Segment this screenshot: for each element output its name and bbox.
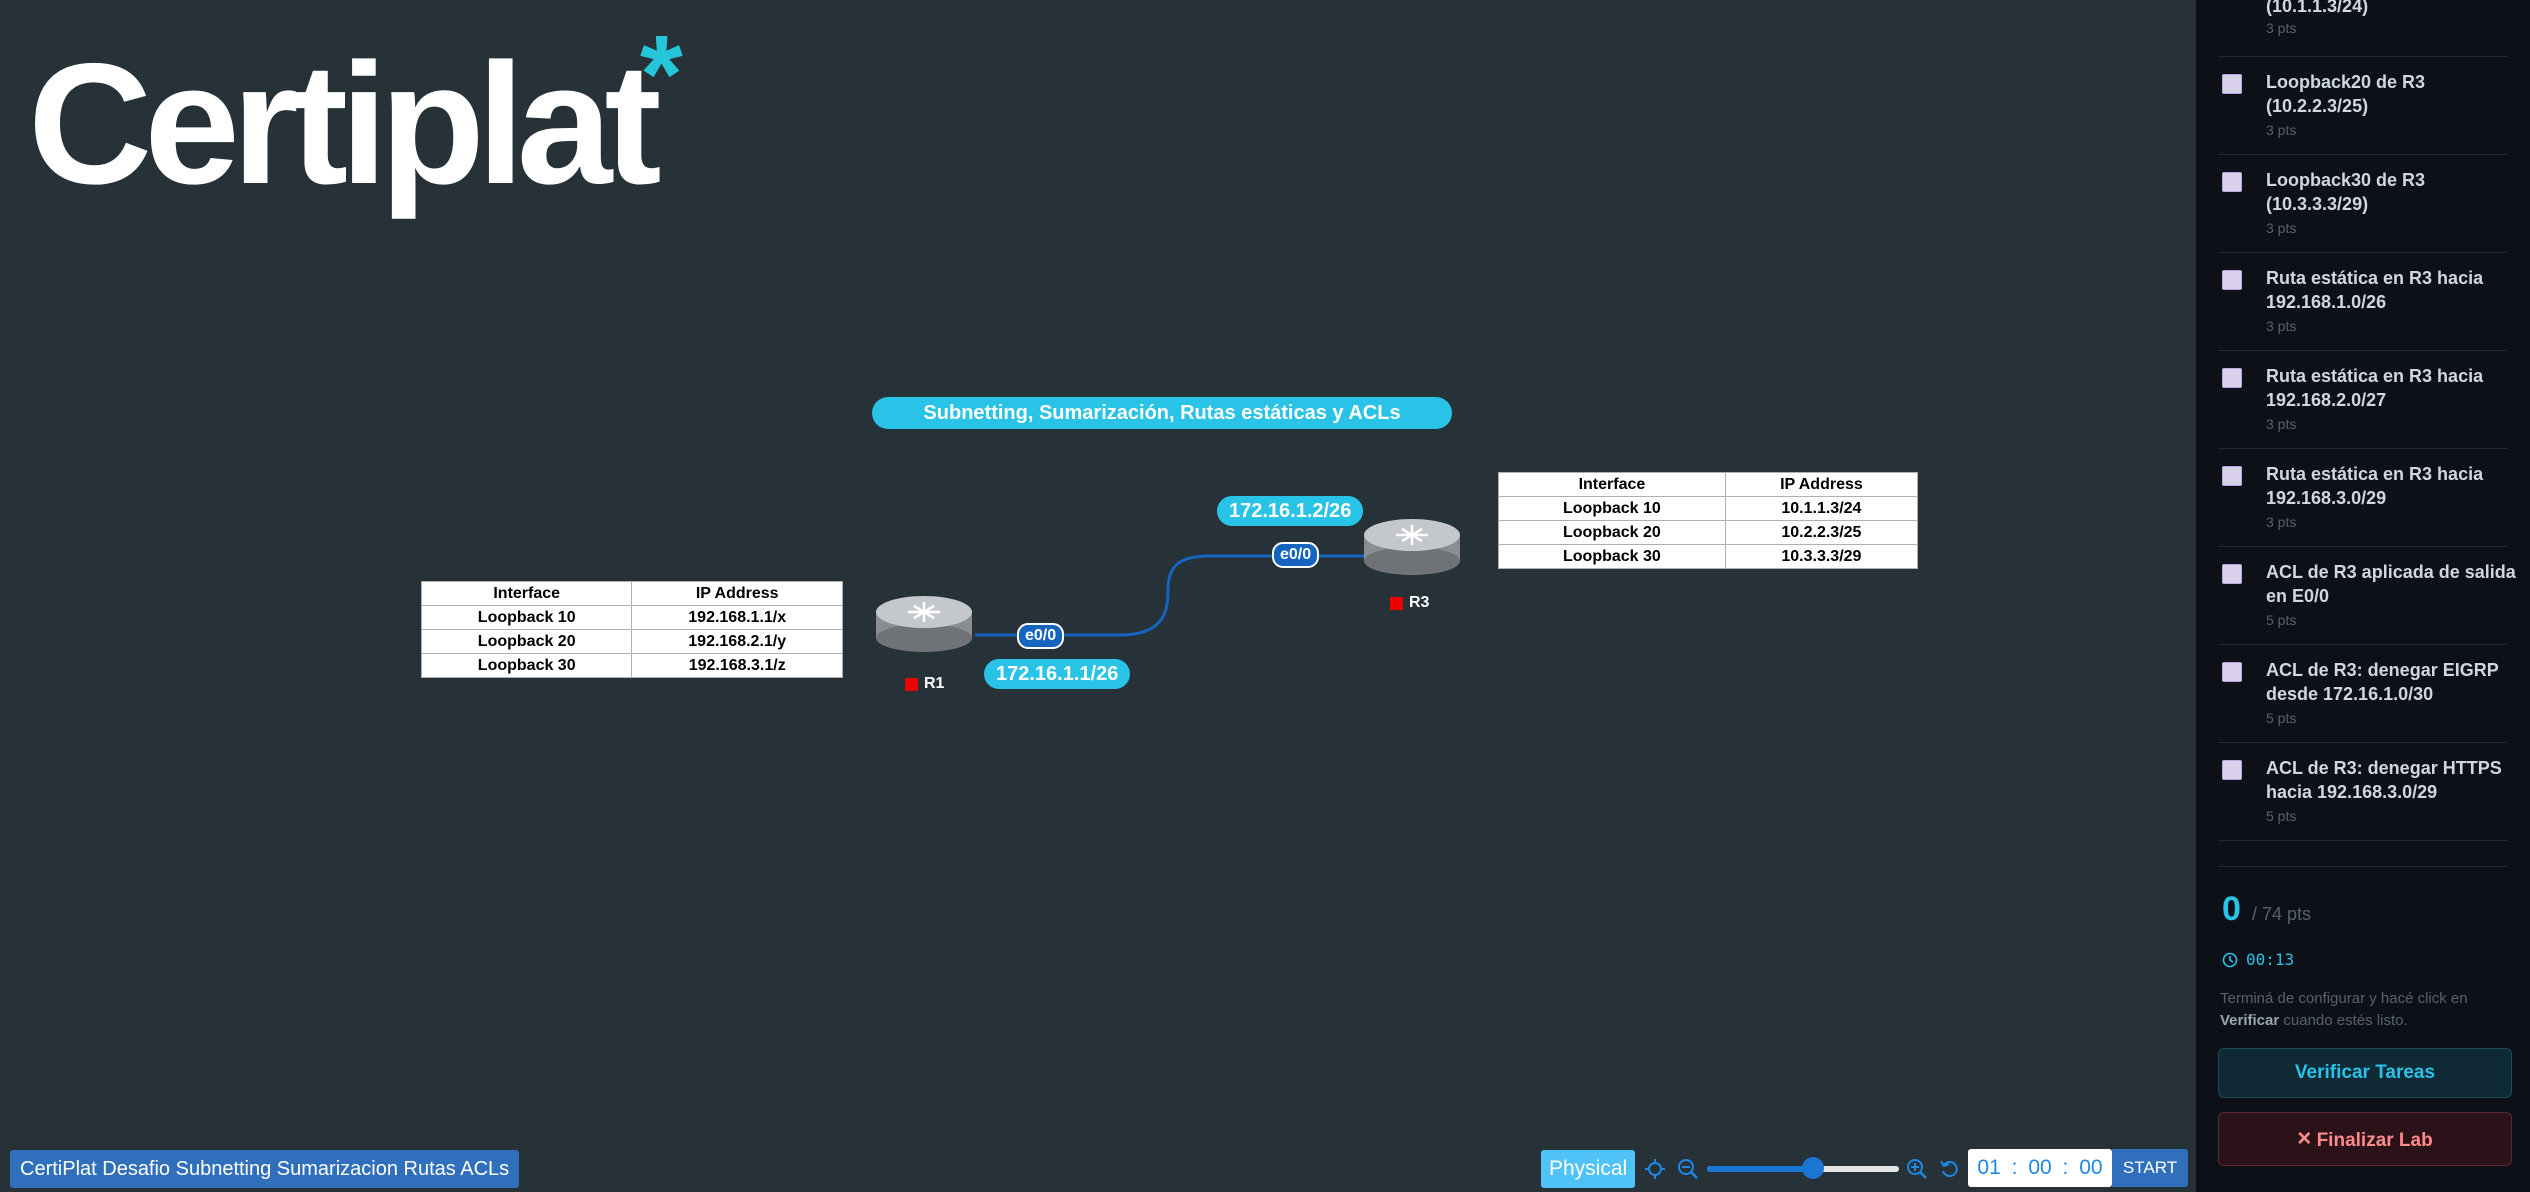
task-checkbox[interactable] [2222, 662, 2242, 682]
fit-icon[interactable] [1644, 1158, 1666, 1180]
zoom-slider-thumb[interactable] [1801, 1157, 1824, 1179]
task-title: Loopback30 de R3 (10.3.3.3/29) [2266, 170, 2426, 214]
task-points: 3 pts [2266, 220, 2297, 236]
physical-view-button[interactable]: Physical [1541, 1150, 1636, 1188]
router-r1-icon[interactable] [874, 592, 974, 654]
task-checkbox[interactable] [2222, 760, 2242, 780]
timer-input[interactable]: 01 : 00 : 00 [1968, 1149, 2112, 1187]
task-title: (10.1.1.3/24) [2266, 0, 2369, 16]
task-title: ACL de R3: denegar EIGRP desde 172.16.1.… [2266, 660, 2499, 704]
zoom-in-icon[interactable] [1906, 1158, 1928, 1180]
task-points: 5 pts [2266, 808, 2297, 824]
task-title: ACL de R3 aplicada de salida en E0/0 [2266, 562, 2516, 606]
elapsed-time-value: 00:13 [2246, 950, 2295, 969]
reset-icon[interactable] [1939, 1158, 1961, 1180]
topology-title: Subnetting, Sumarización, Rutas estática… [872, 397, 1452, 429]
timer-minutes[interactable]: 00 [2028, 1156, 2052, 1179]
status-square-icon [905, 677, 918, 691]
task-points: 5 pts [2266, 710, 2297, 726]
start-button[interactable]: START [2112, 1149, 2188, 1187]
close-icon: × [2297, 1125, 2312, 1152]
elapsed-time: 00:13 [2222, 950, 2294, 969]
router-r3-icon[interactable] [1362, 515, 1462, 577]
finish-lab-button[interactable]: × Finalizar Lab [2218, 1112, 2512, 1166]
lab-name-label: CertiPlat Desafio Subnetting Sumarizacio… [10, 1150, 520, 1188]
timer-seconds[interactable]: 00 [2079, 1156, 2103, 1179]
link-r1-r3 [975, 554, 1365, 637]
timer-hours[interactable]: 01 [1977, 1156, 2001, 1179]
task-title: Ruta estática en R3 hacia 192.168.1.0/26 [2266, 268, 2484, 312]
table-header: IP Address [1724, 472, 1919, 497]
task-points: 3 pts [2266, 318, 2297, 334]
finish-lab-label: Finalizar Lab [2316, 1130, 2433, 1151]
verify-tasks-button[interactable]: Verificar Tareas [2218, 1048, 2512, 1098]
task-title: Ruta estática en R3 hacia 192.168.3.0/29 [2266, 464, 2484, 508]
r3-port-label[interactable]: e0/0 [1272, 542, 1320, 568]
logo-star-icon: * [640, 13, 683, 136]
task-title: ACL de R3: denegar HTTPS hacia 192.168.3… [2266, 758, 2502, 802]
router-r3-label: R3 [1390, 594, 1429, 612]
router-r1-label: R1 [905, 675, 944, 693]
task-panel[interactable]: (10.1.1.3/24) 3 pts Loopback20 de R3 (10… [2196, 0, 2530, 1192]
r1-ip-label: 172.16.1.1/26 [984, 659, 1131, 689]
task-points: 3 pts [2266, 514, 2297, 530]
score-total: / 74 pts [2252, 904, 2312, 924]
clock-icon [2222, 952, 2238, 967]
table-header: Interface [1498, 472, 1726, 497]
task-points: 3 pts [2266, 122, 2297, 138]
task-points: 3 pts [2266, 20, 2297, 36]
task-checkbox[interactable] [2222, 368, 2242, 388]
timer-separator: : [2011, 1156, 2018, 1179]
task-title: Ruta estática en R3 hacia 192.168.2.0/27 [2266, 366, 2484, 410]
r1-port-label[interactable]: e0/0 [1017, 623, 1065, 649]
task-checkbox[interactable] [2222, 466, 2242, 486]
task-checkbox[interactable] [2222, 564, 2242, 584]
timer-separator: : [2062, 1156, 2069, 1179]
r3-ip-label: 172.16.1.2/26 [1217, 496, 1364, 526]
task-title: Loopback20 de R3 (10.2.2.3/25) [2266, 72, 2426, 116]
topology-canvas[interactable]: Certiplat * Subnetting, Sumarización, Ru… [0, 0, 2196, 1192]
task-checkbox[interactable] [2222, 172, 2242, 192]
zoom-out-icon[interactable] [1677, 1158, 1699, 1180]
instructions-text: Terminá de configurar y hacé click en Ve… [2220, 990, 2468, 1029]
table-header: Interface [420, 581, 633, 606]
task-checkbox[interactable] [2222, 270, 2242, 290]
score-value: 0 [2222, 890, 2241, 928]
task-checkbox[interactable] [2222, 74, 2242, 94]
table-header: IP Address [631, 581, 843, 606]
task-points: 5 pts [2266, 612, 2297, 628]
status-square-icon [1390, 596, 1403, 610]
task-points: 3 pts [2266, 416, 2297, 432]
certiplat-logo: Certiplat [28, 28, 662, 220]
zoom-slider[interactable] [1707, 1157, 1899, 1181]
